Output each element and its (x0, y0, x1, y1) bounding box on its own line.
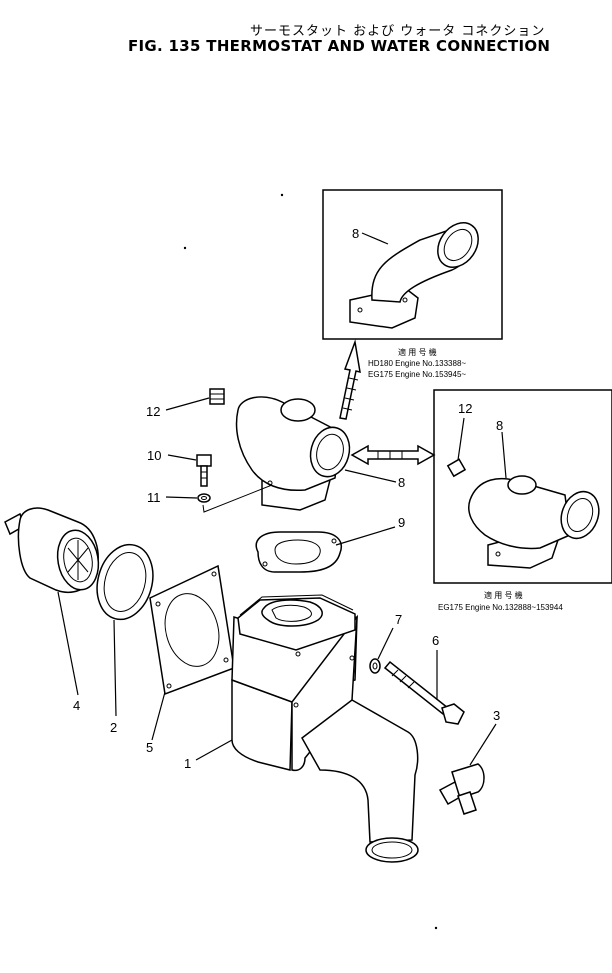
variant-arrow-lower (350, 444, 436, 466)
figure-title-japanese: サーモスタット および ウォータ コネクション (250, 24, 546, 39)
seal-ring (96, 543, 154, 621)
callout-11: 11 (147, 490, 161, 505)
note-upper-line1: HD180 Engine No.133388~ (368, 359, 466, 368)
washer (369, 658, 381, 674)
variant-box-upper (322, 189, 503, 340)
thermostat-housing (231, 594, 419, 863)
callout-12-main: 12 (146, 404, 160, 419)
plug (209, 388, 225, 405)
callout-8-upper: 8 (352, 226, 359, 241)
variant-arrow-upper (339, 339, 361, 420)
figure-title: FIG. 135 THERMOSTAT AND WATER CONNECTION (128, 37, 551, 55)
note-upper-jp: 適 用 号 機 (398, 347, 437, 357)
note-lower-line1: EG175 Engine No.132888~153944 (438, 603, 563, 612)
elbow-fitting (438, 763, 485, 815)
callout-5: 5 (146, 740, 153, 755)
callout-10: 10 (147, 448, 161, 463)
lock-washer (197, 493, 211, 503)
variant-box-lower (433, 389, 612, 584)
elbow-connection-upper (349, 222, 479, 329)
callout-8-lower: 8 (496, 418, 503, 433)
callout-1: 1 (184, 756, 191, 771)
water-connection (235, 396, 351, 511)
callout-9: 9 (398, 515, 405, 530)
thermostat (4, 507, 100, 593)
callout-3: 3 (493, 708, 500, 723)
callout-12-lower: 12 (458, 401, 472, 416)
note-upper-line2: EG175 Engine No.153945~ (368, 370, 466, 379)
long-bolt (383, 660, 465, 725)
bolt (196, 454, 212, 487)
callout-4: 4 (73, 698, 80, 713)
note-lower-jp: 適 用 号 機 (484, 590, 523, 600)
gasket (255, 531, 342, 573)
flange-gasket (149, 564, 235, 696)
callout-2: 2 (110, 720, 117, 735)
callout-7: 7 (395, 612, 402, 627)
callout-8-main: 8 (398, 475, 405, 490)
water-connection-lower-variant (446, 458, 600, 569)
callout-6: 6 (432, 633, 439, 648)
